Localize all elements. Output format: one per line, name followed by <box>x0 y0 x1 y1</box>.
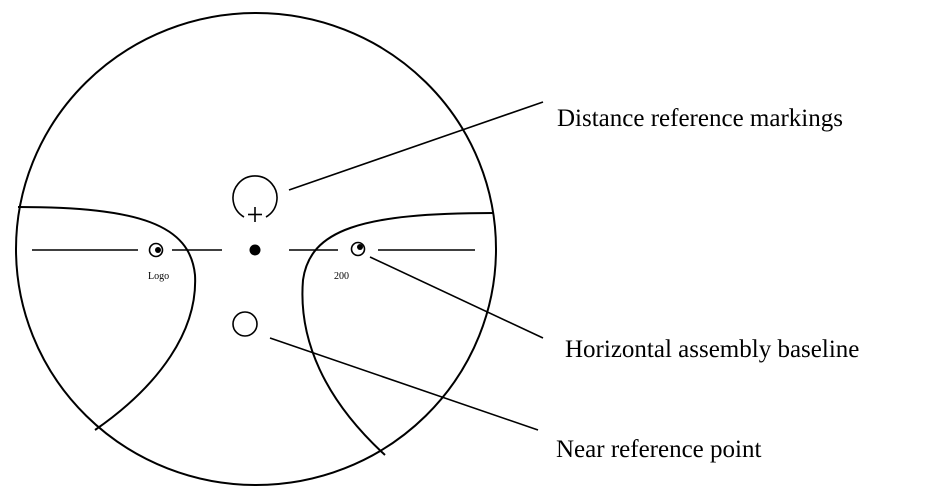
power-engraving-mark <box>350 241 366 257</box>
distance-reference-marking <box>232 175 278 222</box>
horizontal-baseline-label: Horizontal assembly baseline <box>565 336 859 363</box>
logo-label: Logo <box>148 271 169 282</box>
distance-reference-leader <box>288 101 544 191</box>
horizontal-baseline-leader <box>369 256 544 339</box>
fitting-cross-dot <box>249 244 261 256</box>
distance-reference-label: Distance reference markings <box>557 105 843 132</box>
logo-engraving-mark <box>148 242 164 258</box>
power-label: 200 <box>334 271 349 282</box>
near-reference-leader <box>269 337 539 431</box>
right-frame-contour <box>301 212 495 456</box>
near-reference-label: Near reference point <box>556 436 761 463</box>
lens-outline <box>15 12 497 486</box>
near-reference-circle <box>232 311 258 337</box>
left-frame-contour <box>17 206 197 431</box>
